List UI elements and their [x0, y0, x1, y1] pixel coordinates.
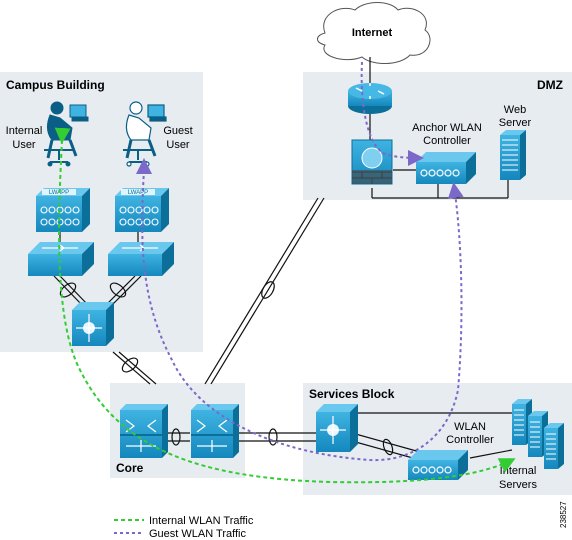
- services-block-title: Services Block: [309, 387, 395, 401]
- firewall-icon: [351, 139, 393, 185]
- internal-servers-label-1: Internal: [500, 465, 537, 477]
- core-switch-right-icon: [191, 404, 239, 458]
- access-switch-left-icon: [28, 242, 94, 276]
- guest-user-label-2: User: [166, 139, 190, 151]
- wlan-controller-label-1: WLAN: [454, 421, 486, 433]
- core-switch-left-icon: [120, 404, 168, 458]
- services-switch-icon: [316, 404, 358, 452]
- web-server-label-1: Web: [504, 104, 526, 116]
- guest-user-label-1: Guest: [163, 125, 192, 137]
- web-server-label-2: Server: [499, 117, 532, 129]
- wlan-controller-label-2: Controller: [446, 434, 494, 446]
- campus-building-title: Campus Building: [6, 78, 105, 92]
- legend-internal-label: Internal WLAN Traffic: [149, 515, 254, 527]
- guest-wlan-traffic-path-dmz: [360, 61, 424, 166]
- services-wlan-controller-icon: [408, 450, 468, 480]
- guest-wlan-traffic-path: [141, 169, 464, 462]
- figure-id: 238527: [559, 501, 568, 528]
- internal-servers-icon: [512, 399, 564, 469]
- core-title: Core: [116, 461, 144, 475]
- internet-label: Internet: [352, 27, 393, 39]
- anchor-controller-label-2: Controller: [423, 135, 471, 147]
- legend: Internal WLAN Traffic Guest WLAN Traffic: [114, 515, 254, 540]
- dmz-router-icon: [348, 83, 392, 114]
- ap-right-badge: LWAPP: [128, 190, 148, 196]
- internet-cloud-icon: [317, 2, 431, 64]
- legend-guest-label: Guest WLAN Traffic: [149, 528, 246, 540]
- anchor-controller-label-1: Anchor WLAN: [412, 122, 482, 134]
- web-server-icon: [500, 130, 526, 180]
- internal-wlan-traffic-path: [54, 127, 516, 484]
- campus-distribution-switch-icon: [72, 302, 114, 346]
- internal-user-label-1: Internal: [6, 125, 43, 137]
- internal-servers-label-2: Servers: [499, 479, 537, 491]
- dmz-title: DMZ: [537, 78, 563, 92]
- internal-user-label-2: User: [12, 139, 36, 151]
- access-switch-right-icon: [108, 242, 174, 276]
- anchor-wlan-controller-icon: [416, 152, 476, 184]
